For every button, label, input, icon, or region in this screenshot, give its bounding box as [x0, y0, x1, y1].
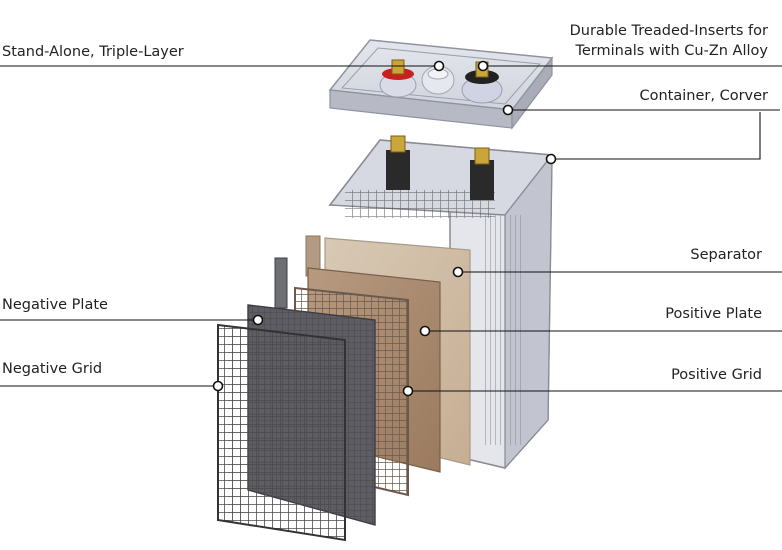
label-negative-plate: Negative Plate [2, 297, 108, 313]
lid-terminal-left [379, 59, 417, 98]
dot-negative-grid [212, 380, 224, 392]
label-container-cover: Container, Corver [639, 88, 769, 104]
lid-vent [421, 65, 455, 95]
label-positive-plate: Positive Plate [665, 306, 762, 322]
battery-container [328, 139, 554, 470]
label-negative-grid: Negative Grid [2, 361, 103, 377]
leader-container-body [552, 112, 761, 160]
container-terminal-right [470, 147, 494, 200]
label-inserts-line2: Terminals with Cu-Zn Alloy [575, 43, 768, 59]
label-positive-grid: Positive Grid [671, 367, 762, 383]
dot-container-cover [502, 104, 514, 116]
label-separator: Separator [690, 247, 762, 263]
label-inserts-line1: Durable Treaded-Inserts for [569, 23, 768, 39]
dot-separator [452, 266, 464, 278]
dot-container-body [545, 153, 557, 165]
negative-grid [217, 323, 346, 542]
dot-negative-plate [252, 314, 264, 326]
leader-lines [0, 65, 782, 392]
dot-stand-alone [433, 60, 445, 72]
container-terminal-left [386, 135, 410, 190]
dot-positive-plate [419, 325, 431, 337]
callout-dots [212, 60, 557, 397]
label-stand-alone: Stand-Alone, Triple-Layer [2, 44, 184, 60]
dot-inserts [477, 60, 489, 72]
dot-positive-grid [402, 385, 414, 397]
